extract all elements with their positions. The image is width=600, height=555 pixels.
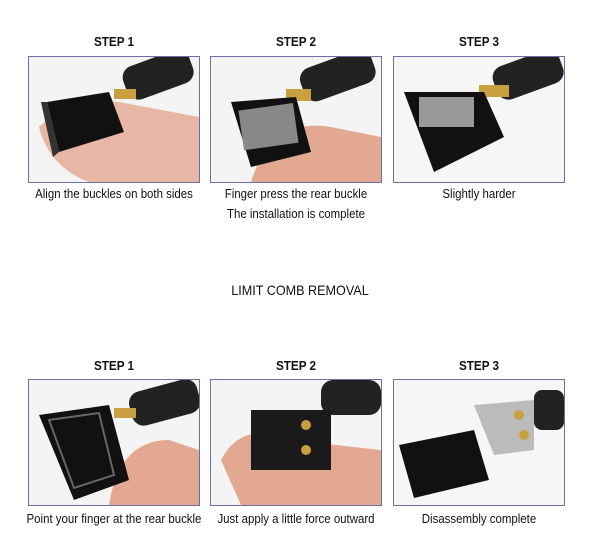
install-step-2-label: STEP 2 xyxy=(275,34,317,49)
removal-step-2-photo xyxy=(210,379,382,506)
removal-step-1-photo xyxy=(28,379,200,506)
install-step-3-photo xyxy=(393,56,565,183)
install-step-1-caption: Align the buckles on both sides xyxy=(35,186,193,201)
install-step-1-label: STEP 1 xyxy=(93,34,135,49)
removal-section-title: LIMIT COMB REMOVAL xyxy=(231,282,369,298)
removal-step-2-caption: Just apply a little force outward xyxy=(217,511,375,526)
removal-step-1-label: STEP 1 xyxy=(93,358,135,373)
removal-step-3-photo xyxy=(393,379,565,506)
removal-step-2-label: STEP 2 xyxy=(275,358,317,373)
removal-step-3-caption: Disassembly complete xyxy=(421,511,537,526)
install-step-3-label: STEP 3 xyxy=(458,34,500,49)
install-step-3-caption: Slightly harder xyxy=(442,186,516,201)
removal-step-3-label: STEP 3 xyxy=(458,358,500,373)
install-step-2-caption-line-1: Finger press the rear buckle xyxy=(224,186,368,201)
install-step-1-photo xyxy=(28,56,200,183)
install-step-2-caption-line-2: The installation is complete xyxy=(227,206,365,221)
install-step-2-photo xyxy=(210,56,382,183)
removal-step-1-caption: Point your finger at the rear buckle xyxy=(26,511,202,526)
